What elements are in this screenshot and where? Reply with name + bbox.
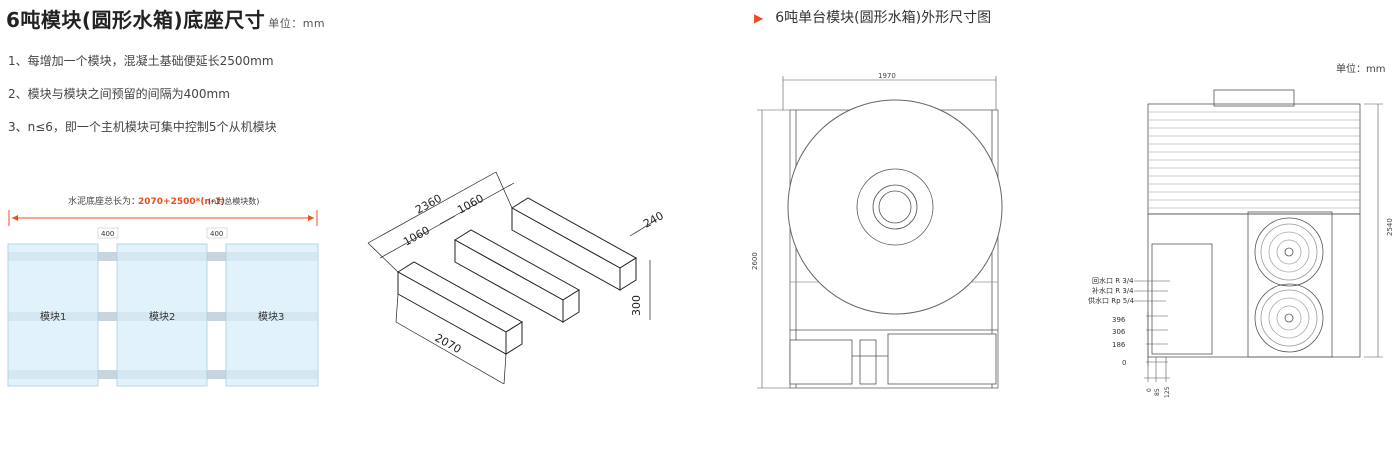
gap-label-1: 400 xyxy=(101,230,114,238)
heat-pump-unit xyxy=(1247,211,1333,358)
beam-3-end xyxy=(619,257,637,291)
dim-line-1060-b xyxy=(439,182,515,225)
right-unit-label: 单位：mm xyxy=(1336,64,1386,75)
pipe-label-return: 回水口 R 3/4 xyxy=(1092,276,1134,285)
triangle-bullet-icon: ▶ xyxy=(754,11,764,25)
beam-1-end xyxy=(505,321,523,355)
beam-2-end xyxy=(562,289,580,323)
dim-240-label: 240 xyxy=(641,209,666,231)
dim-1060-a-label: 1060 xyxy=(401,224,432,249)
notes-list: 1、每增加一个模块，混凝土基础便延长2500mm 2、模块与模块之间预留的间隔为… xyxy=(8,52,277,151)
round-tank xyxy=(787,99,1003,315)
vdim-label-396: 396 xyxy=(1112,316,1126,324)
module-label-3: 模块3 xyxy=(258,311,284,323)
note-item: 1、每增加一个模块，混凝土基础便延长2500mm xyxy=(8,54,274,68)
tank-hatch xyxy=(856,168,934,246)
dim-line-2360 xyxy=(367,171,497,244)
gap-label-2: 400 xyxy=(210,230,223,238)
total-length-label: 水泥底座总长为： xyxy=(68,195,140,207)
module-label-1: 模块1 xyxy=(40,311,66,323)
dim-1060-b-label: 1060 xyxy=(455,192,486,217)
hdim-label-85: 85 xyxy=(1154,388,1161,396)
front-pump-left xyxy=(789,339,853,385)
pipe-label-makeup: 补水口 R 3/4 xyxy=(1092,286,1134,295)
vdim-label-186: 186 xyxy=(1112,341,1126,349)
louvered-body xyxy=(1147,103,1361,215)
front-height-dim-label: 2600 xyxy=(751,252,759,270)
dim-300-label: 300 xyxy=(630,295,643,316)
module-box-2 xyxy=(116,243,208,387)
base-dim-lines xyxy=(367,171,657,385)
dim-line-240 xyxy=(629,219,657,237)
module-layout-diagram: 水泥底座总长为： 2070+2500*(n-1) (n为总模块数) 400 40… xyxy=(7,195,319,387)
dim-line-2070 xyxy=(395,321,505,385)
note-item: 2、模块与模块之间预留的间隔为400mm xyxy=(8,87,230,101)
page-title-text: 6吨模块(圆形水箱)底座尺寸 xyxy=(6,8,266,32)
right-title-text: 6吨单台模块(圆形水箱)外形尺寸图 xyxy=(775,10,992,26)
side-view-drawing xyxy=(1134,89,1383,382)
side-height-dim-label: 2540 xyxy=(1386,218,1394,236)
fan-top-icon xyxy=(1254,217,1324,287)
concrete-base-isometric xyxy=(367,171,657,385)
pipe-label-supply: 供水口 Rp 5/4 xyxy=(1088,296,1135,305)
top-vent-box xyxy=(1213,89,1295,107)
note-item: 3、n≤6，即一个主机模块可集中控制5个从机模块 xyxy=(8,120,277,134)
page-title: 6吨模块(圆形水箱)底座尺寸单位：mm xyxy=(6,4,325,33)
gap-marker-1 xyxy=(97,227,119,239)
module-label-2: 模块2 xyxy=(149,311,175,323)
formula-text: 2070+2500*(n-1) xyxy=(138,197,225,207)
front-pump-right xyxy=(887,333,997,385)
unit-label: 单位：mm xyxy=(268,17,326,30)
front-width-dim-label: 1970 xyxy=(878,72,896,80)
louver-lines xyxy=(1148,111,1360,209)
dim-2360-label: 2360 xyxy=(413,192,444,217)
pump-unit xyxy=(1151,243,1213,355)
vdim-label-306: 306 xyxy=(1112,328,1126,336)
lower-cabinet xyxy=(1147,213,1361,358)
module-box-3 xyxy=(225,243,319,387)
vdim-label-0: 0 xyxy=(1122,359,1126,367)
front-view-drawing xyxy=(757,76,1003,389)
hdim-label-125: 125 xyxy=(1164,386,1171,398)
fan-bottom-icon xyxy=(1254,283,1324,353)
right-section-title: ▶ 6吨单台模块(圆形水箱)外形尺寸图 xyxy=(754,7,991,27)
module-box-1 xyxy=(7,243,99,387)
hdim-label-0: 0 xyxy=(1146,388,1153,392)
formula-note: (n为总模块数) xyxy=(208,196,259,206)
gap-marker-2 xyxy=(206,227,228,239)
dim-2070-label: 2070 xyxy=(433,331,464,356)
